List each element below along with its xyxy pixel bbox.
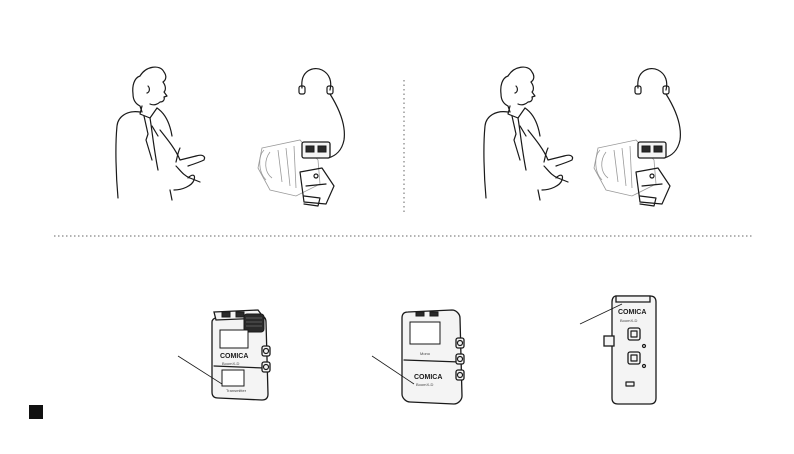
presenter-icon-left — [115, 66, 206, 201]
transmitter2-model: BoomX-D — [416, 382, 433, 387]
camera-icon-left — [257, 67, 345, 207]
receiver-model: BoomX-D — [620, 318, 637, 323]
receiver-device — [579, 295, 657, 405]
transmitter-model: BoomX-D — [222, 361, 239, 366]
receiver-brand: COMICA — [618, 309, 646, 316]
presenter-icon-right — [483, 66, 574, 201]
transmitter-brand: COMICA — [220, 353, 248, 360]
transmitter-device — [177, 309, 271, 401]
transmitter2-device — [371, 309, 465, 405]
section-marker-block — [29, 405, 43, 419]
transmitter-label: Transmitter — [226, 388, 247, 393]
camera-icon-right — [593, 67, 681, 207]
transmitter2-brand: COMICA — [414, 374, 442, 381]
transmitter2-label: Mono — [420, 351, 431, 356]
